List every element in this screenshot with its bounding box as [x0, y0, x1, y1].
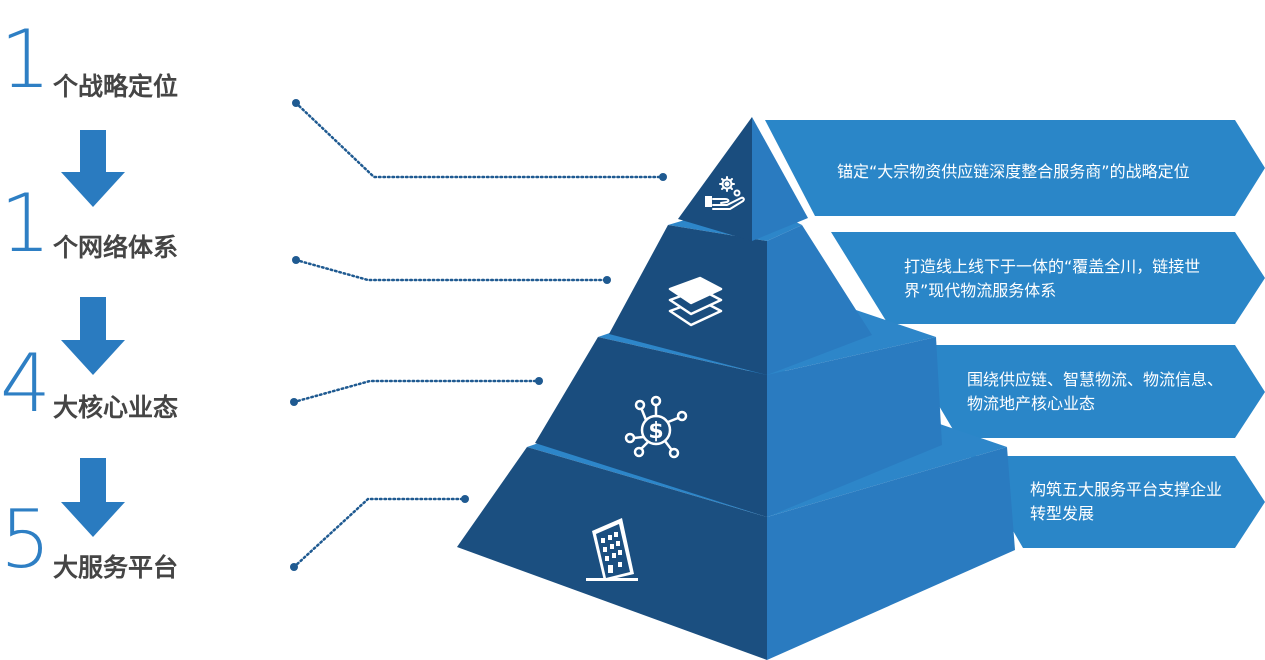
building-icon — [586, 518, 638, 581]
banner-4 — [970, 456, 1265, 548]
step-3-number: 4 — [0, 337, 51, 430]
dollar-network-icon: $ — [624, 395, 688, 459]
step-4-label: 大服务平台 — [53, 553, 179, 582]
step-4-number: 5 — [0, 493, 51, 586]
pyramid-tier-1 — [678, 117, 808, 241]
banner-3 — [903, 345, 1265, 438]
banner-2-text: 打造线上线下于一体的“覆盖全川，链接世界”现代物流服务体系 — [904, 257, 1201, 300]
banner-1-text: 锚定“大宗物资供应链深度整合服务商”的战略定位 — [837, 162, 1190, 181]
banner-2 — [831, 232, 1265, 324]
connector-line-1 — [294, 101, 665, 179]
step-1-label: 个战略定位 — [53, 72, 179, 101]
banner-3-text: 围绕供应链、智慧物流、物流信息、物流地产核心业态 — [967, 370, 1224, 413]
layers-icon — [668, 276, 723, 327]
connector-line-4 — [292, 497, 467, 569]
down-arrow-2 — [61, 297, 125, 375]
step-1-number: 1 — [0, 13, 51, 106]
connector-line-2 — [294, 258, 609, 282]
step-3-label: 大核心业态 — [53, 393, 179, 422]
connector-line-3 — [292, 379, 541, 404]
svg-text:$: $ — [648, 419, 663, 444]
step-2-label: 个网络体系 — [53, 233, 179, 262]
down-arrow-1 — [61, 130, 125, 207]
banner-4-text: 构筑五大服务平台支撑企业转型发展 — [1030, 480, 1223, 523]
gear-hand-icon — [705, 176, 745, 210]
step-2-number: 1 — [0, 177, 51, 270]
down-arrow-3 — [61, 458, 125, 537]
banner-1 — [765, 120, 1265, 216]
